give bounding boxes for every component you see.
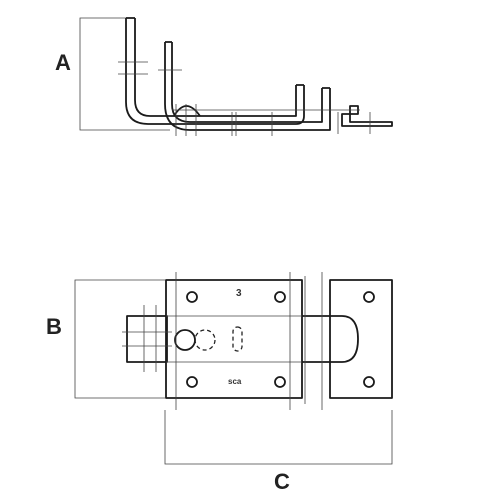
screw-hole-bottom-left (186, 376, 198, 388)
bolt-slot (232, 326, 243, 352)
housing-plate (165, 279, 303, 399)
dimension-b-bracket (74, 279, 165, 399)
housing-profile (164, 41, 331, 131)
keeper-hole-bottom (363, 376, 375, 388)
plate-stamp: sca (228, 377, 242, 386)
dimension-a-bracket (79, 17, 170, 131)
dimension-c-bracket (164, 410, 393, 465)
keeper-hole-top (363, 291, 375, 303)
handle-knob (174, 329, 196, 351)
dimension-b-label: B (46, 314, 62, 339)
keeper-plate (329, 279, 393, 399)
handle-knob-alt-position (194, 329, 216, 351)
screw-hole-bottom-right (274, 376, 286, 388)
bolt-profile (125, 17, 305, 125)
dimension-c-label: C (274, 469, 290, 494)
bolt-shaft-right (302, 315, 359, 363)
side-profile-view: A (55, 17, 393, 136)
front-centerlines (122, 272, 323, 410)
dimension-a-label: A (55, 50, 71, 75)
plate-number: 3 (236, 288, 242, 299)
profile-centerlines (118, 61, 371, 136)
front-view: B C 3 sca (46, 272, 393, 494)
screw-hole-top-left (186, 291, 198, 303)
bolt-shaft-left (126, 315, 168, 363)
keeper-profile (341, 105, 393, 127)
screw-hole-top-right (274, 291, 286, 303)
